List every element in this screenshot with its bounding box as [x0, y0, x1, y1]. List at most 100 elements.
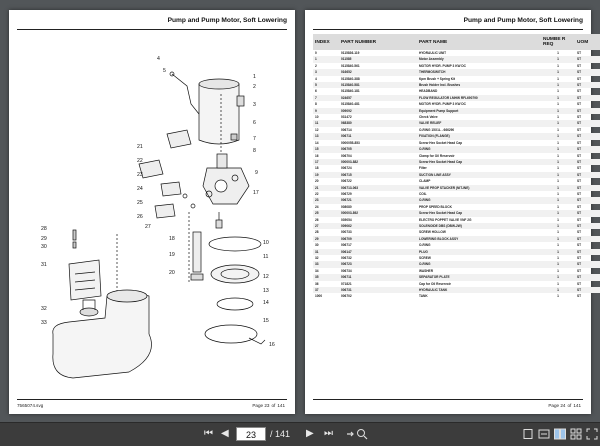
cell-part-name: MOTOR HYDR. PUMP 3 KW DC	[419, 102, 466, 107]
cell-part-number: 0115840-481	[341, 102, 360, 107]
cell-part-name: SUCTION LINE ASSY	[417, 171, 541, 179]
previous-page-icon[interactable]: ◀	[221, 428, 229, 439]
page-24: Pump and Pump Motor, Soft Lowering INDEX…	[305, 10, 600, 414]
pdf-toolbar: ⏮ ◀ 23 / 141 ▶ ⏭	[0, 422, 600, 446]
cell-part-name: SCREW HOLLOW	[419, 230, 446, 235]
callout-6: 6	[253, 120, 256, 126]
callout-16: 16	[269, 342, 275, 348]
callout-24: 24	[137, 186, 143, 192]
cell-number-req: 1	[557, 230, 559, 235]
cell-part-number: 006147	[339, 248, 417, 255]
callout-1: 1	[253, 74, 256, 80]
motor-top	[198, 78, 240, 90]
cell-uom: ST	[577, 268, 582, 273]
cell-number-req: 1	[541, 82, 575, 89]
cell-part-name: Motor Assembly	[417, 56, 541, 63]
grid-view-icon[interactable]	[570, 428, 582, 440]
cell-number-req: 1	[541, 171, 575, 179]
callout-29: 29	[41, 236, 47, 242]
cell-number-req: 1	[557, 281, 559, 286]
cell-part-number: 006729	[341, 191, 352, 196]
cell-number-req: 1	[541, 146, 575, 153]
callout-31: 31	[41, 262, 47, 268]
callout-23: 23	[137, 172, 143, 178]
page-title: Pump and Pump Motor, Soft Lowering	[167, 17, 287, 24]
fullscreen-icon[interactable]	[586, 428, 598, 440]
cell-uom: ST	[575, 235, 600, 243]
cell-index: 15	[313, 146, 339, 153]
fit-width-icon[interactable]	[538, 428, 550, 440]
cell-uom: ST	[575, 107, 600, 115]
cell-index: 31	[313, 248, 339, 255]
page-number-input[interactable]: 23	[236, 427, 266, 441]
cell-number-req: 1	[557, 89, 559, 94]
zoom-in-icon[interactable]	[356, 428, 368, 440]
header-rule	[313, 29, 583, 30]
cell-uom: ST	[577, 166, 582, 171]
cell-part-name: FLOW REGULATOR LMHW RFL690790	[417, 94, 541, 102]
callout-18: 18	[169, 236, 175, 242]
zoom-fit-icon[interactable]	[344, 428, 356, 440]
cell-uom: ST	[575, 82, 600, 89]
page-total: 141	[277, 403, 285, 408]
cell-part-number: 071821	[341, 281, 352, 286]
cell-number-req: 1	[557, 191, 559, 196]
callout-8: 8	[253, 148, 256, 154]
callout-20: 20	[169, 270, 175, 276]
cell-number-req: 1	[557, 102, 559, 107]
header-part-number: PART NUMBER	[339, 34, 417, 50]
cell-uom: ST	[577, 294, 582, 299]
next-page-icon[interactable]: ▶	[306, 428, 314, 439]
cell-part-number: 0115836-119	[341, 51, 360, 55]
cell-index: 8	[315, 102, 317, 107]
cell-part-name: TANK	[419, 294, 428, 299]
cell-index: 32	[315, 256, 319, 260]
cell-part-number: 0115840-581	[339, 82, 417, 89]
last-page-icon[interactable]: ⏭	[324, 428, 333, 439]
cell-uom: ST	[577, 217, 582, 222]
cell-part-name: O-RING	[419, 243, 431, 248]
callout-33: 33	[41, 320, 47, 326]
two-page-view-icon[interactable]	[554, 428, 566, 440]
first-page-icon[interactable]: ⏮	[204, 428, 213, 439]
header-number-req: NUMBE R REQ	[541, 34, 575, 50]
motor-body	[198, 83, 240, 145]
cell-uom: ST	[575, 120, 600, 127]
cell-number-req: 1	[557, 166, 559, 171]
cell-index: 23	[313, 197, 339, 204]
cell-number-req: 1	[541, 197, 575, 204]
cell-part-number: 006714	[341, 127, 352, 132]
cell-uom: ST	[577, 51, 582, 55]
cell-part-number: 0115840-388	[341, 76, 360, 81]
cell-part-name: PROP SPEED BLOCK	[419, 204, 452, 209]
footer-rule	[17, 399, 287, 400]
cell-part-name: Filter	[419, 166, 427, 171]
cell-uom: ST	[577, 179, 582, 184]
header-part-name: PART NAME	[417, 34, 541, 50]
cell-part-number: 000003-892	[339, 210, 417, 217]
cell-uom: ST	[575, 222, 600, 230]
cell-part-name: VALVE RELIEF	[417, 120, 541, 127]
cell-index: 13	[313, 133, 339, 140]
cell-part-number: 0115840-561	[341, 63, 360, 68]
cell-uom: ST	[575, 197, 600, 204]
fit-page-icon[interactable]	[522, 428, 534, 440]
cell-number-req: 1	[541, 222, 575, 230]
cell-part-name: Check Valve	[419, 115, 438, 120]
document-viewer[interactable]: Pump and Pump Motor, Soft Lowering	[0, 0, 600, 422]
